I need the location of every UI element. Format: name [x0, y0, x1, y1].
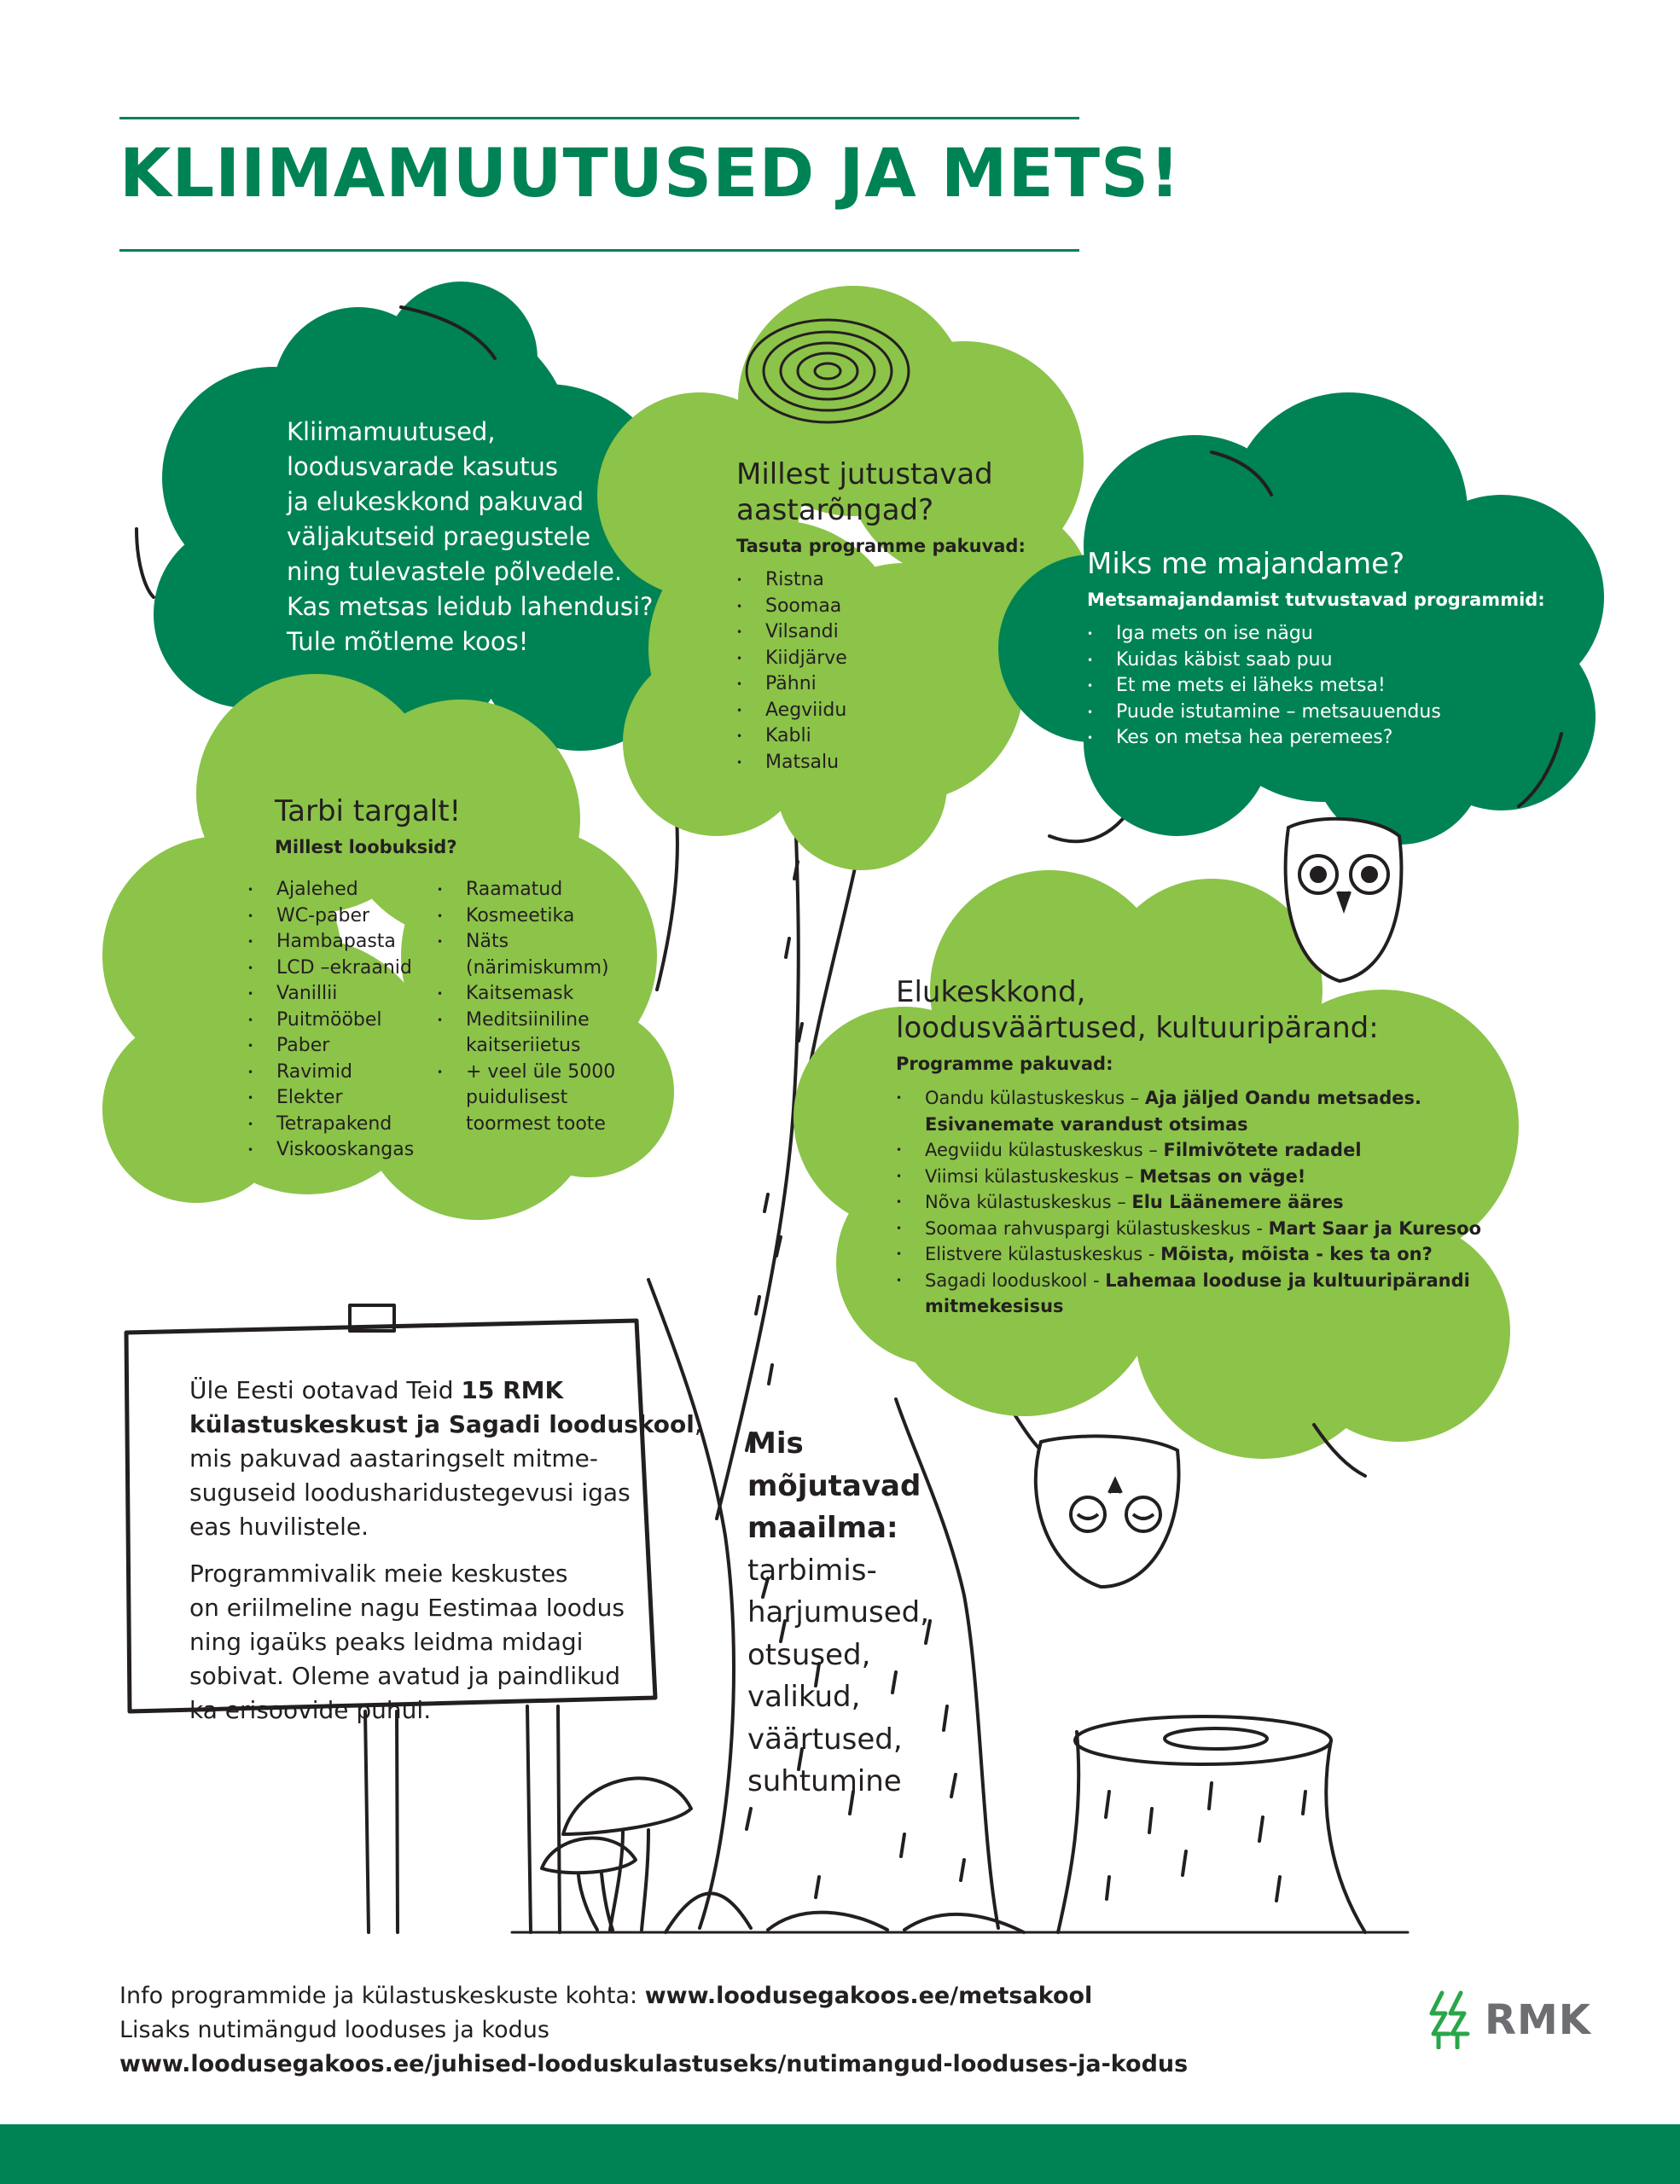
signboard-text: Üle Eesti ootavad Teid 15 RMK külastuske…	[189, 1374, 702, 1740]
branch-main	[715, 766, 800, 1520]
list-item: Elekter	[247, 1085, 414, 1112]
list-item: Kuidas käbist saab puu	[1087, 648, 1545, 674]
rings-section: Millest jutustavad aastarõngad? Tasuta p…	[736, 456, 1026, 775]
environment-section: Elukeskkond, loodusväärtused, kultuuripä…	[896, 974, 1481, 1320]
rmk-logo-text: RMK	[1485, 1996, 1591, 2044]
rings-heading: Millest jutustavad aastarõngad?	[736, 457, 993, 527]
bottom-bar	[0, 2124, 1680, 2184]
list-item: Ristna	[736, 567, 1026, 594]
tree-rings-icon	[745, 318, 910, 424]
list-item: Kiidjärve	[736, 646, 1026, 672]
list-item: Vanillii	[247, 981, 414, 1008]
consume-heading: Tarbi targalt!	[275, 794, 462, 828]
list-item: Vilsandi	[736, 619, 1026, 646]
rings-subheading: Tasuta programme pakuvad:	[736, 536, 1026, 556]
footer-info: Info programmide ja külastuskeskuste koh…	[119, 1983, 1189, 2077]
owl-icon	[1283, 816, 1404, 984]
consume-list-1: Ajalehed WC-paber Hambapasta LCD –ekraan…	[247, 877, 414, 1164]
list-item: Soomaa rahvuspargi külastuskeskus - Mart…	[896, 1216, 1481, 1242]
list-item: Viimsi külastuskeskus – Metsas on väge!	[896, 1164, 1481, 1190]
swoosh-lines	[135, 305, 1563, 1478]
signboard-posts	[363, 1705, 561, 1934]
mushroom-large-cap	[561, 1776, 693, 1836]
list-item: Aegviidu külastuskeskus – Filmivõtete ra…	[896, 1137, 1481, 1164]
list-item: Oandu külastuskeskus – Aja jäljed Oandu …	[896, 1085, 1481, 1137]
influence-text: Mis mõjutavad maailma: tarbimis- harjumu…	[747, 1426, 930, 1798]
consume-list-2: Raamatud Kosmeetika Näts(närimiskumm) Ka…	[437, 877, 615, 1137]
list-item: Kes on metsa hea peremees?	[1087, 725, 1545, 752]
stump-strokes	[1104, 1781, 1307, 1902]
list-item: Matsalu	[736, 750, 1026, 776]
signboard-paragraph-1: Üle Eesti ootavad Teid 15 RMK külastuske…	[189, 1376, 702, 1541]
top-rule	[119, 117, 1079, 119]
rmk-tree-logo-icon	[1429, 1990, 1470, 2049]
list-item: Kaitsemask	[437, 981, 615, 1008]
stump-ring	[1163, 1727, 1269, 1751]
list-item: Soomaa	[736, 594, 1026, 620]
list-item: Iga mets on ise nägu	[1087, 621, 1545, 648]
signboard-top-clip	[348, 1304, 396, 1333]
list-item: Kosmeetika	[437, 903, 615, 930]
list-item: Sagadi looduskool - Lahemaa looduse ja k…	[896, 1268, 1481, 1320]
list-item: Ajalehed	[247, 877, 414, 903]
metsakool-link[interactable]: www.loodusegakoos.ee/metsakool	[644, 1983, 1093, 2009]
signboard-paragraph-2: Programmivalik meie keskustes on eriilme…	[189, 1560, 625, 1724]
bark-strokes	[745, 1577, 966, 1899]
list-item: Kabli	[736, 723, 1026, 750]
trunk-roots	[664, 1891, 1026, 1934]
nutimangud-link[interactable]: www.loodusegakoos.ee/juhised-looduskulas…	[119, 2051, 1189, 2077]
consume-subheading: Millest loobuksid?	[275, 837, 457, 857]
list-item: Tetrapakend	[247, 1112, 414, 1138]
list-item: Aegviidu	[736, 698, 1026, 724]
list-item: Puitmööbel	[247, 1008, 414, 1034]
consume-section: Tarbi targalt! Millest loobuksid?	[275, 793, 461, 860]
stump-top	[1073, 1715, 1333, 1766]
title-underline	[119, 249, 1079, 252]
rings-list: Ristna Soomaa Vilsandi Kiidjärve Pähni A…	[736, 567, 1026, 775]
list-item: Et me mets ei läheks metsa!	[1087, 673, 1545, 700]
signboard-outline	[124, 1318, 658, 1714]
list-item: Pähni	[736, 671, 1026, 698]
environment-subheading: Programme pakuvad:	[896, 1054, 1113, 1074]
environment-list: Oandu külastuskeskus – Aja jäljed Oandu …	[896, 1085, 1481, 1320]
manage-section: Miks me majandame? Metsamajandamist tutv…	[1087, 546, 1545, 752]
list-item: Elistvere külastuskeskus - Mõista, mõist…	[896, 1241, 1481, 1268]
page-title: KLIIMAMUUTUSED JA METS!	[119, 136, 1181, 212]
manage-subheading: Metsamajandamist tutvustavad programmid:	[1087, 590, 1545, 610]
mushroom-large-stem	[608, 1828, 650, 1931]
list-item: Näts(närimiskumm)	[437, 929, 615, 981]
branch-strokes	[745, 860, 804, 1452]
manage-list: Iga mets on ise nägu Kuidas käbist saab …	[1087, 621, 1545, 752]
intro-text: Kliimamuutused, loodusvarade kasutus ja …	[287, 417, 654, 656]
list-item: Puude istutamine – metsauuendus	[1087, 700, 1545, 726]
stump-sides	[1056, 1730, 1367, 1934]
list-item: Viskooskangas	[247, 1137, 414, 1164]
list-item: Paber	[247, 1033, 414, 1060]
manage-heading: Miks me majandame?	[1087, 547, 1405, 581]
environment-heading: Elukeskkond, loodusväärtused, kultuuripä…	[896, 975, 1379, 1045]
list-item: WC-paber	[247, 903, 414, 930]
list-item: Hambapasta	[247, 929, 414, 956]
mushroom-small-stem	[577, 1872, 614, 1931]
list-item: Nõva külastuskeskus – Elu Läänemere ääre…	[896, 1189, 1481, 1216]
trunk-left-edge	[647, 1278, 735, 1930]
list-item: Ravimid	[247, 1060, 414, 1086]
trunk-right-edge	[894, 1397, 1000, 1930]
list-item: LCD –ekraanid	[247, 956, 414, 982]
hanging-owl-icon	[1033, 1434, 1181, 1589]
list-item: Raamatud	[437, 877, 615, 903]
mushroom-small-cap	[540, 1836, 637, 1875]
